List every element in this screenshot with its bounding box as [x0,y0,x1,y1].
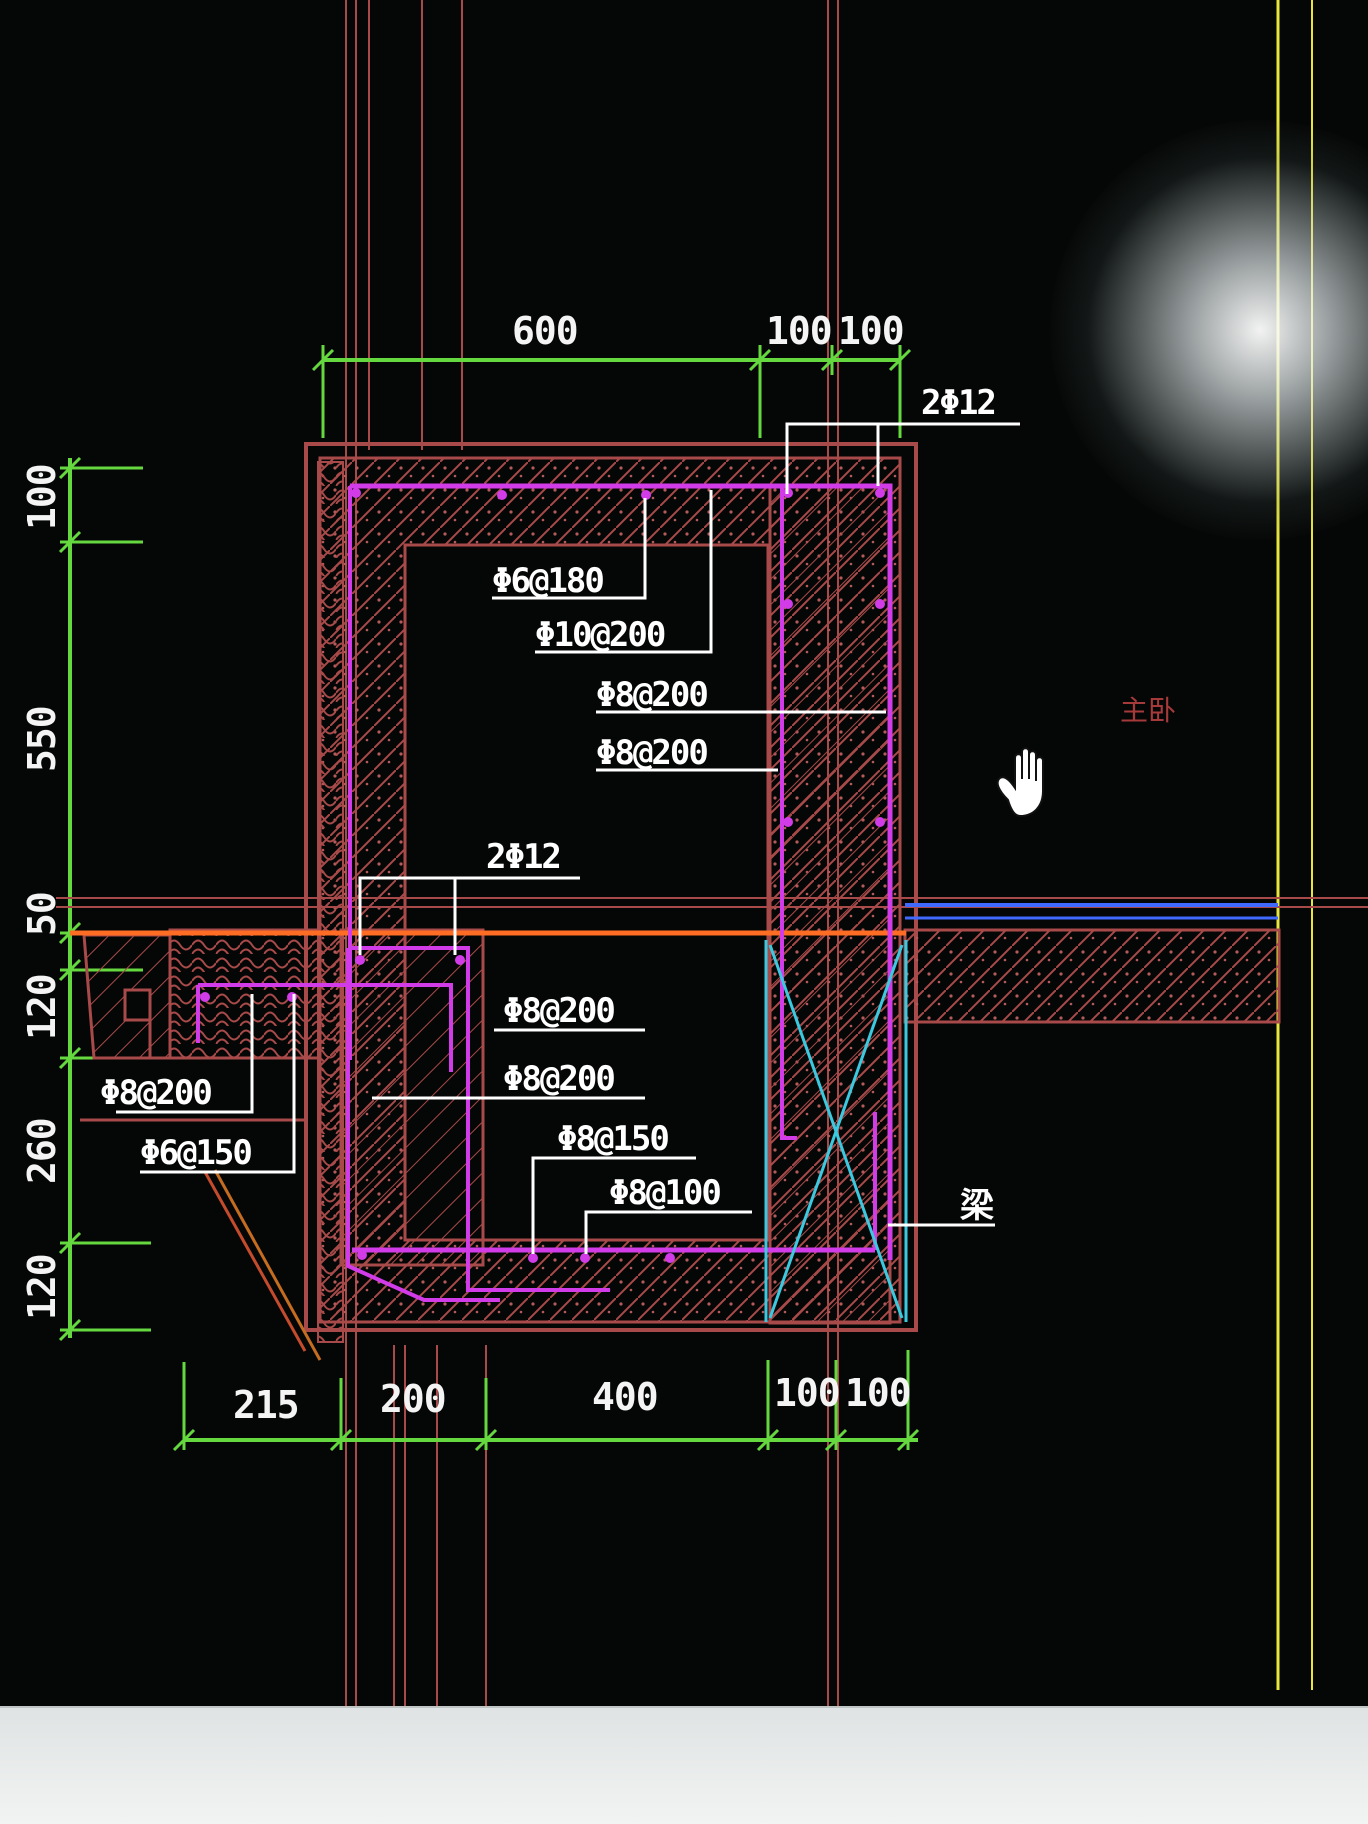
bottom-dimension-group: 215 200 400 100 100 [172,1350,920,1452]
beam-label: 梁 [960,1186,994,1226]
rebar-label-left-2: Φ6@150 [140,1133,251,1173]
dimension-left-50: 50 [20,892,64,936]
rebar-label-left-1: Φ8@200 [100,1073,211,1113]
rebar-label-lower-2: Φ8@200 [503,1059,614,1099]
dimension-top-100-right: 100 [838,309,904,353]
rebar-labels: 2Φ12 Φ6@180 Φ10@200 Φ8@200 Φ8@200 2Φ12 Φ… [100,383,1176,1226]
rebar-label-lower-4: Φ8@100 [609,1173,720,1213]
dimension-left-260: 260 [20,1118,64,1184]
dimension-bottom-400: 400 [592,1375,658,1419]
left-dimension-group: 100 550 50 120 260 120 [20,456,151,1342]
rebar-label-upper-1: Φ6@180 [492,561,603,601]
dimension-top-100-left: 100 [766,309,832,353]
rebar-label-lower-1: Φ8@200 [503,991,614,1031]
dimension-bottom-200: 200 [380,1377,446,1421]
room-label: 主卧 [1120,694,1176,727]
dimension-left-120-upper: 120 [20,974,64,1040]
rebar-label-middle: 2Φ12 [486,837,560,877]
dimension-left-550: 550 [20,706,64,772]
rebar-label-upper-3: Φ8@200 [596,675,707,715]
hand-cursor-icon [996,747,1044,818]
rebar-label-lower-3: Φ8@150 [557,1119,668,1159]
reinforcement-lines [196,483,908,1322]
leader-lines [116,422,1020,1254]
rebar-label-upper-4: Φ8@200 [596,733,707,773]
monitor-bezel [0,1706,1368,1824]
rebar-label-upper-2: Φ10@200 [535,615,665,655]
rebar-label-top-right: 2Φ12 [921,383,995,423]
top-dimension-group: 600 100 100 [311,309,912,438]
dimension-bottom-100-right: 100 [845,1371,911,1415]
dimension-top-600: 600 [512,309,578,353]
dimension-left-120-lower: 120 [20,1254,64,1320]
dimension-bottom-100-left: 100 [774,1371,840,1415]
dimension-bottom-215: 215 [233,1383,299,1427]
dimension-left-100: 100 [20,464,64,530]
